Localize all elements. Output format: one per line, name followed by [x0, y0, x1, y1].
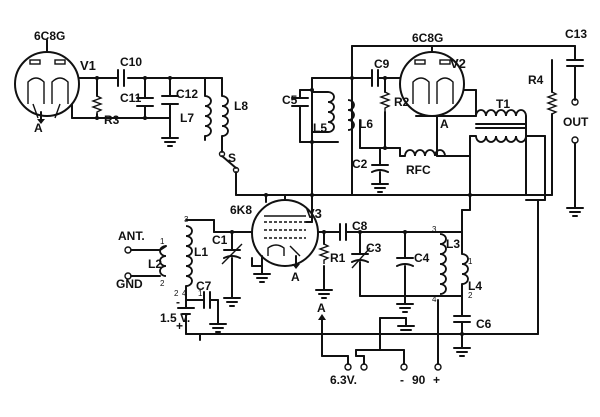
- c8-label: C8: [352, 219, 368, 233]
- v1-wiring: [46, 39, 223, 131]
- bottom-bus: [185, 199, 539, 341]
- capacitor-c10: [117, 69, 125, 87]
- b-minus-terminal[interactable]: [400, 363, 408, 371]
- c5-label: C5: [282, 93, 298, 107]
- t1-label: T1: [496, 97, 510, 111]
- b-voltage-label: 90: [412, 373, 426, 387]
- c13-label: C13: [565, 27, 587, 41]
- v2-ref-label: V2: [450, 56, 466, 71]
- v1-ref-label: V1: [80, 58, 96, 73]
- capacitor-c6: [453, 295, 471, 341]
- l7-label: L7: [180, 111, 194, 125]
- inductor-l8: [221, 95, 229, 137]
- b-plus-label: +: [433, 373, 440, 387]
- v2-a-label: A: [440, 117, 449, 131]
- switch-s[interactable]: [218, 135, 240, 196]
- l2-pin-2: 2: [160, 279, 165, 288]
- gnd-label: GND: [116, 277, 143, 291]
- inductor-l5: [327, 91, 335, 133]
- inductor-l4: [461, 253, 469, 285]
- c9-label: C9: [374, 57, 390, 71]
- transformer-t1: [469, 109, 546, 196]
- l1-pin-4: 4: [182, 289, 187, 298]
- heater-a-label: A: [317, 301, 326, 315]
- c11-label: C11: [120, 91, 142, 105]
- inductor-l3: [439, 233, 447, 295]
- l3-label: L3: [446, 237, 460, 251]
- inductor-l2: [159, 245, 167, 277]
- l4-label: L4: [468, 279, 482, 293]
- l8-label: L8: [234, 99, 248, 113]
- v3-ref-label: V3: [306, 206, 322, 221]
- heater-supply: [318, 314, 439, 365]
- out-label: OUT: [563, 115, 589, 129]
- v3-type-label: 6K8: [230, 203, 252, 217]
- bias-battery: [177, 299, 195, 335]
- v3-a-label: A: [291, 270, 300, 284]
- bias-minus-label: -: [176, 295, 180, 309]
- ant-label: ANT.: [118, 229, 145, 243]
- capacitor-c8: [339, 223, 347, 241]
- c6-label: C6: [476, 317, 492, 331]
- c10-label: C10: [120, 55, 142, 69]
- l3-pin-3: 3: [432, 225, 437, 234]
- v2-type-label: 6C8G: [412, 31, 443, 45]
- rfc-label: RFC: [406, 163, 431, 177]
- bias-voltage-label: 1.5 V.: [160, 311, 190, 325]
- r1-label: R1: [330, 251, 346, 265]
- resistor-r4: [546, 91, 558, 115]
- v2-wiring: [299, 45, 576, 196]
- resistor-r1: [318, 243, 330, 264]
- heater-terminal-2[interactable]: [360, 363, 368, 371]
- inductor-rfc: [404, 149, 446, 157]
- inductor-l1: [185, 225, 193, 287]
- capacitor-c5: [291, 97, 309, 107]
- switch-s-label: S: [228, 151, 236, 165]
- v1-type-label: 6C8G: [34, 29, 65, 43]
- l1-pin-2: 2: [174, 289, 179, 298]
- v1-a-label: A: [34, 121, 43, 135]
- l4-pin-1: 1: [468, 257, 473, 266]
- capacitor-c1: [221, 231, 243, 291]
- capacitor-c11: [136, 97, 154, 107]
- l2-label: L2: [148, 257, 162, 271]
- b-minus-label: -: [400, 373, 404, 387]
- capacitor-c12: [161, 95, 179, 105]
- heater-voltage-label: 6.3V.: [330, 373, 357, 387]
- upper-bus: [235, 135, 553, 201]
- l1-label: L1: [194, 245, 208, 259]
- b-plus-terminal[interactable]: [434, 363, 442, 371]
- c12-label: C12: [176, 87, 198, 101]
- capacitor-c4: [396, 257, 414, 267]
- bias-plus-label: +: [176, 319, 183, 333]
- capacitor-c3: [351, 247, 371, 269]
- heater-terminal-1[interactable]: [344, 363, 352, 371]
- inductor-l6: [347, 99, 355, 131]
- resistor-r3: [91, 95, 103, 114]
- l4-pin-2: 2: [468, 291, 473, 300]
- inductor-l7: [204, 95, 212, 137]
- l1-pin-1: 1: [198, 289, 203, 298]
- c7-label: C7: [196, 279, 212, 293]
- resistor-r2: [379, 91, 391, 112]
- r2-label: R2: [394, 95, 410, 109]
- c3-label: C3: [366, 241, 382, 255]
- l2-pin-1: 1: [160, 237, 165, 246]
- l3-pin-4: 4: [432, 295, 437, 304]
- c2-label: C2: [352, 157, 368, 171]
- l6-label: L6: [359, 117, 373, 131]
- capacitor-c7: [185, 291, 219, 317]
- c1-label: C1: [212, 233, 228, 247]
- capacitor-c9: [371, 69, 379, 87]
- tube-v1: [14, 51, 80, 119]
- r4-label: R4: [528, 73, 544, 87]
- c4-label: C4: [414, 251, 430, 265]
- capacitor-c13: [566, 45, 584, 101]
- l5-label: L5: [313, 121, 327, 135]
- r3-label: R3: [104, 113, 120, 127]
- out-terminal-top[interactable]: [571, 98, 579, 106]
